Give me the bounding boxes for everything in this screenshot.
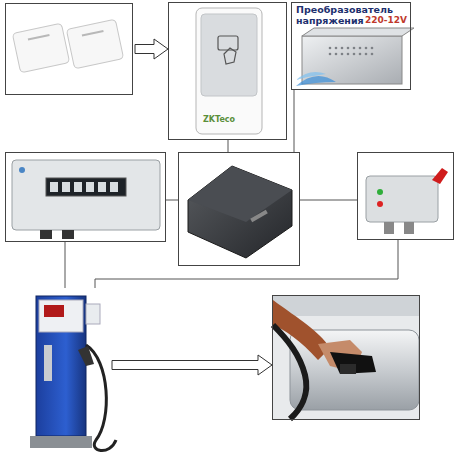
refuelling-photo-part xyxy=(273,296,419,419)
fuel-dispenser-part xyxy=(44,345,52,381)
counter-display-part-part xyxy=(50,182,58,192)
voltage-converter-part-part xyxy=(371,47,374,50)
wire-line xyxy=(228,140,229,152)
device-frame: Преобразователь напряжения220-12V xyxy=(291,2,411,90)
refuelling-photo xyxy=(273,296,419,419)
pump-switch-box xyxy=(366,168,448,234)
card-reader-part xyxy=(196,8,262,134)
card-reader-part xyxy=(224,48,236,64)
voltage-converter-part-part xyxy=(353,53,356,56)
voltage-converter-part xyxy=(302,28,414,36)
fuel-dispenser xyxy=(30,296,116,451)
pump-switch-box-part xyxy=(377,189,383,195)
wire-line xyxy=(166,200,178,201)
counter-display-part-part xyxy=(110,182,118,192)
refuelling-photo-part xyxy=(273,325,306,419)
controller-unit xyxy=(188,166,292,258)
block-arrow xyxy=(135,39,168,59)
device-frame xyxy=(272,295,420,420)
pump-switch-box-part xyxy=(366,176,438,222)
pump-switch-box-part xyxy=(384,222,394,234)
card-reader xyxy=(196,8,262,134)
voltage-converter-part-part xyxy=(371,53,374,56)
device-frame xyxy=(178,152,300,266)
block-arrow xyxy=(112,355,272,375)
node-label: 220-12V xyxy=(365,15,407,26)
controller-unit-part xyxy=(188,166,292,258)
counter-display-part-part xyxy=(62,182,70,192)
device-frame xyxy=(5,3,133,95)
counter-display-part-part xyxy=(98,182,106,192)
voltage-converter-part-part xyxy=(341,53,344,56)
rfid-cards-part xyxy=(82,30,104,37)
voltage-converter xyxy=(296,28,414,86)
rfid-cards-part xyxy=(12,23,69,73)
fuel-dispenser-part xyxy=(30,436,92,448)
voltage-converter-part-part xyxy=(353,47,356,50)
counter-display-part-part xyxy=(86,182,94,192)
pump-switch-box-part xyxy=(377,201,383,207)
counter-display-part xyxy=(40,230,52,239)
fuel-dispenser-part xyxy=(44,305,64,317)
counter-display-part xyxy=(62,230,74,239)
counter-display-part xyxy=(19,167,25,173)
fuel-dispenser-part xyxy=(86,304,100,324)
pump-switch-box-part xyxy=(432,168,448,184)
wire-line xyxy=(65,242,66,288)
voltage-converter-part xyxy=(329,47,374,56)
pump-switch-box-part xyxy=(404,222,414,234)
rfid-cards-part xyxy=(66,19,123,69)
rfid-cards xyxy=(12,19,123,73)
device-frame: ZKTeco xyxy=(168,2,287,140)
wire-line xyxy=(95,240,398,288)
voltage-converter-part-part xyxy=(335,53,338,56)
fuel-dispenser-part xyxy=(39,300,83,332)
device-frame xyxy=(30,288,110,453)
controller-unit-part xyxy=(250,210,268,222)
refuelling-photo-part xyxy=(273,296,419,316)
fuel-dispenser-part xyxy=(78,346,94,366)
counter-display-part xyxy=(50,182,118,192)
voltage-converter-part xyxy=(296,72,326,80)
wire-line xyxy=(294,90,295,152)
voltage-converter-part-part xyxy=(359,47,362,50)
voltage-converter-part-part xyxy=(329,47,332,50)
voltage-converter-part-part xyxy=(347,47,350,50)
card-reader-part xyxy=(218,36,238,50)
node-label: ZKTeco xyxy=(203,115,235,124)
voltage-converter-part-part xyxy=(359,53,362,56)
wire-line xyxy=(300,200,357,201)
rfid-cards-part xyxy=(28,34,50,41)
counter-display-part xyxy=(12,160,160,230)
voltage-converter-part-part xyxy=(335,47,338,50)
voltage-converter-part-part xyxy=(341,47,344,50)
voltage-converter-part-part xyxy=(365,47,368,50)
voltage-converter-part-part xyxy=(365,53,368,56)
counter-display-part-part xyxy=(74,182,82,192)
device-frame xyxy=(357,152,454,240)
voltage-converter-part-part xyxy=(347,53,350,56)
device-frame xyxy=(5,152,166,242)
card-reader-part xyxy=(201,14,257,96)
refuelling-photo-part xyxy=(330,352,376,374)
counter-display-part xyxy=(46,178,126,196)
voltage-converter-part-part xyxy=(329,53,332,56)
counter-display xyxy=(12,160,160,239)
controller-unit-part xyxy=(188,166,292,222)
refuelling-photo-part xyxy=(340,364,356,374)
fuel-dispenser-part xyxy=(36,296,86,436)
